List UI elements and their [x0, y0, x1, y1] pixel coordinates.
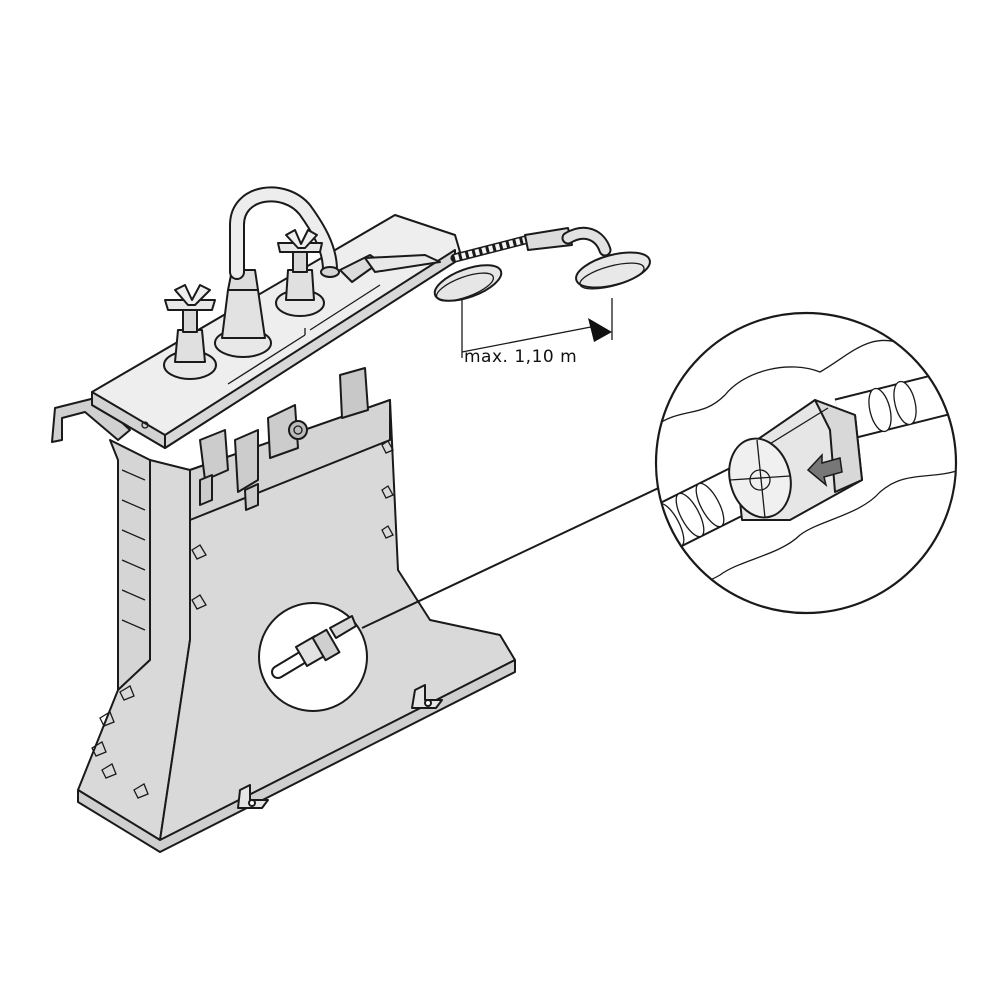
deck-plate [91, 214, 461, 449]
detail-callout-large [654, 311, 958, 615]
hand-shower-holder [339, 254, 503, 302]
hot-tap-icon [275, 229, 325, 317]
max-length-label: max. 1,10 m [464, 347, 577, 367]
flow-direction-arrow-icon [806, 453, 843, 488]
cold-tap-icon [163, 284, 217, 380]
spout [214, 186, 340, 358]
bath-mixer [163, 186, 651, 380]
base-lip [77, 659, 516, 853]
hand-shower-extended-icon [524, 226, 651, 290]
mounting-feet [237, 684, 443, 809]
valve-bodies [199, 367, 369, 511]
detail-callout-small [258, 602, 368, 712]
max-length-dimension: max. 1,10 m [461, 298, 613, 367]
dimension-arrow-icon [588, 318, 612, 342]
left-rail [109, 439, 151, 691]
callout-leader-line [361, 483, 668, 629]
